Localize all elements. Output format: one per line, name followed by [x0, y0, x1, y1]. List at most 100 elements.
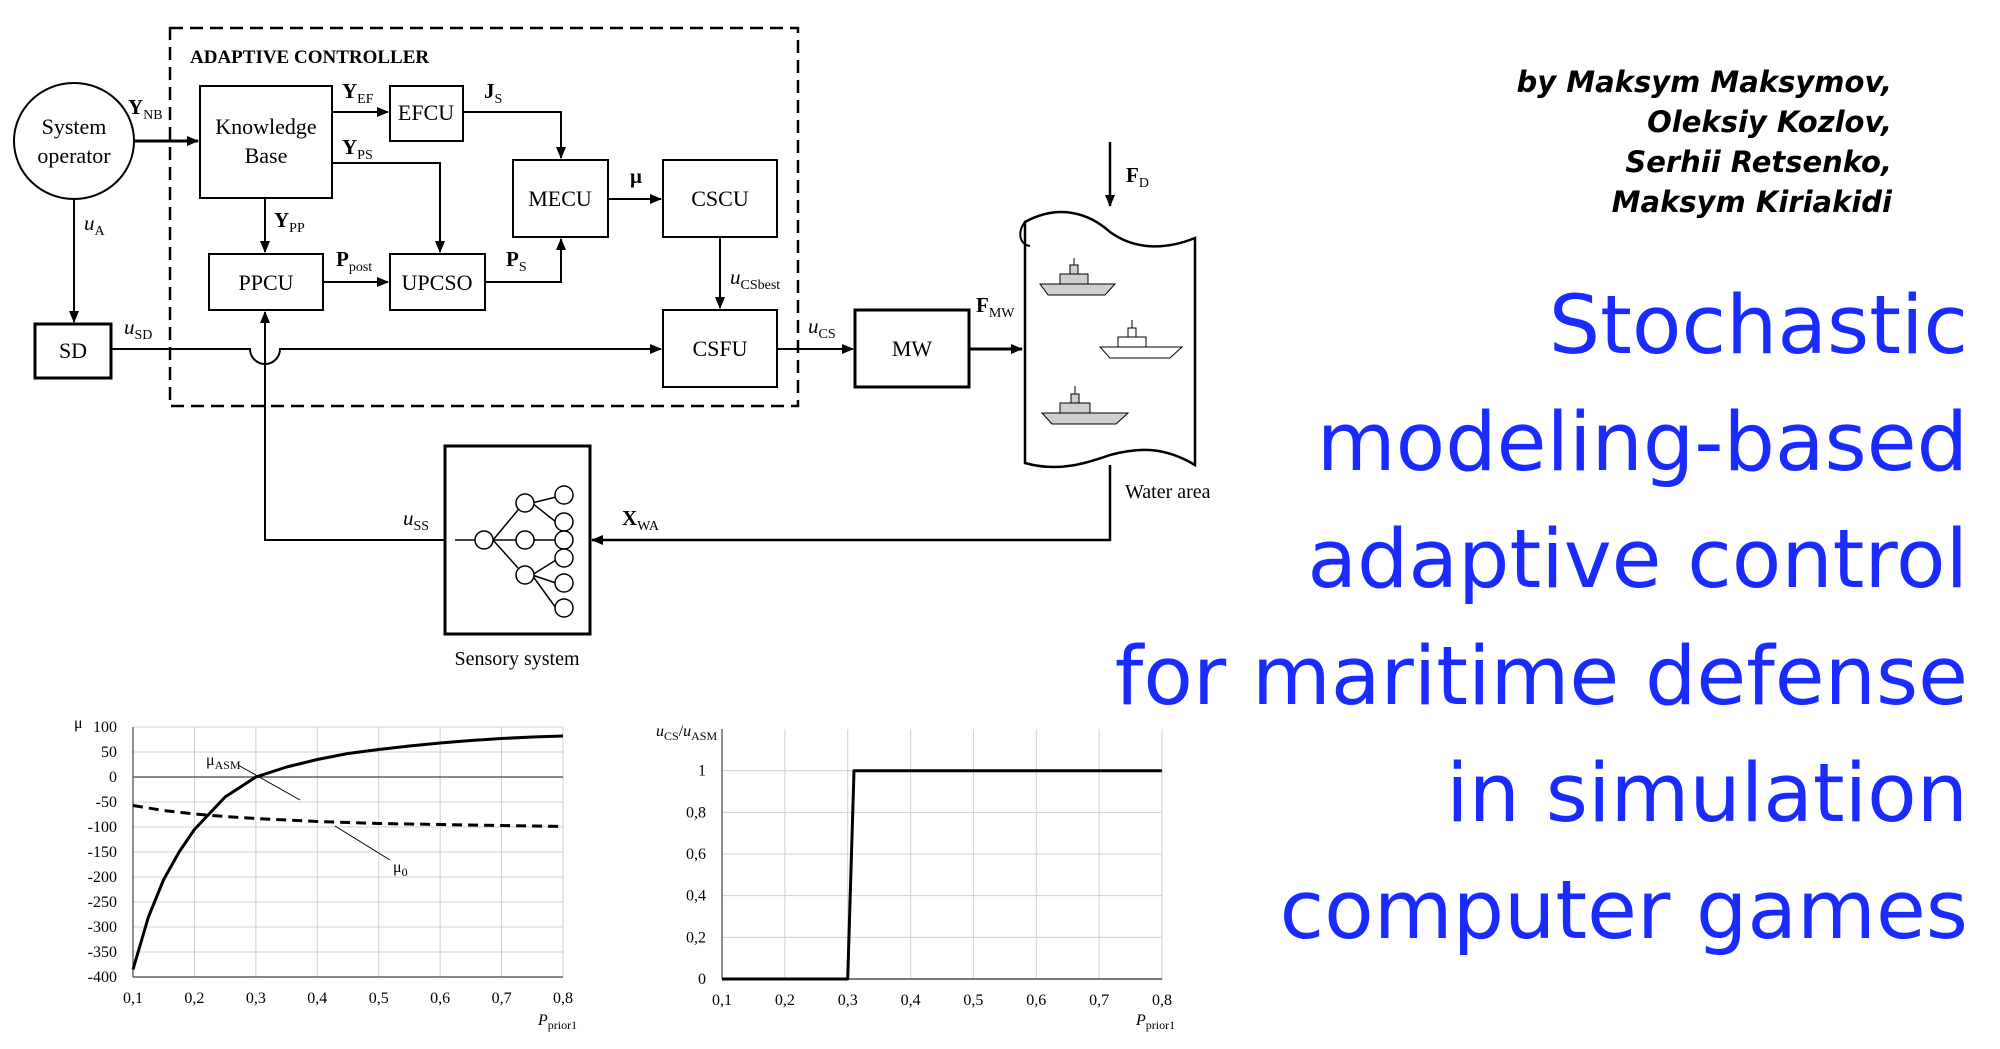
ship-icon [1098, 320, 1184, 359]
efcu-block [389, 85, 464, 142]
efcu-label: EFCU [398, 100, 454, 125]
signal-y-nb: YNB [128, 95, 163, 123]
chart-xlabel: Pprior1 [1135, 1012, 1175, 1032]
adaptive-controller-boundary [168, 26, 800, 408]
signal-mu: μ [630, 164, 642, 188]
arrow-u-ss [260, 311, 445, 541]
arrow-j-s [463, 111, 566, 159]
control-block-diagram [13, 26, 1197, 636]
sd-label: SD [59, 338, 87, 363]
series-line [722, 769, 1162, 981]
signal-y-ef: YEF [342, 79, 374, 107]
y-tick-label: -300 [88, 919, 117, 936]
csfu-label: CSFU [692, 336, 747, 361]
block-labels: ADAPTIVE CONTROLLER System operator Know… [37, 47, 1210, 670]
x-tick-label: 0,6 [1026, 992, 1046, 1009]
chart-gridlines [721, 729, 1163, 980]
x-tick-label: 0,3 [838, 992, 858, 1009]
series-label-mu-asm: μASM [206, 752, 241, 772]
chart-ylabel: uCS/uASM [656, 723, 717, 743]
chart-xlabel: Pprior1 [537, 1012, 577, 1032]
y-tick-label: 0,6 [686, 846, 706, 863]
x-tick-label: 0,3 [246, 990, 266, 1007]
x-tick-label: 0,5 [369, 990, 389, 1007]
y-tick-label: 0,8 [686, 804, 706, 821]
signal-labels: YNB YEF YPS YPP JS μ Ppost PS uA uSD uCS… [84, 79, 1149, 534]
paper-title: Stochastic modeling-based adaptive contr… [1115, 268, 1968, 970]
sensor-tree-icon [455, 485, 574, 618]
chart-gridlines [132, 726, 564, 978]
signal-u-a: uA [84, 211, 106, 239]
system-operator-block [13, 82, 135, 200]
chart-ylabel: μ [74, 715, 83, 732]
x-tick-label: 0,8 [553, 990, 573, 1007]
x-tick-label: 0,4 [307, 990, 327, 1007]
signal-p-post: Ppost [336, 247, 372, 275]
water-area-curl [1019, 221, 1031, 247]
y-tick-label: -100 [88, 819, 117, 836]
mw-label: MW [892, 336, 933, 361]
y-tick-label: -200 [88, 869, 117, 886]
system-operator-label: System [42, 114, 107, 139]
title-line: for maritime defense [1114, 630, 1968, 724]
y-tick-label: 0,4 [686, 888, 706, 905]
cscu-label: CSCU [691, 186, 749, 211]
sensory-system-label: Sensory system [455, 648, 580, 670]
title-line: in simulation [1446, 747, 1968, 841]
author-line: by Maksym Maksymov, [1516, 65, 1892, 99]
series-line [131, 734, 564, 970]
signal-u-ss: uSS [403, 506, 429, 534]
signal-j-s: JS [484, 79, 502, 107]
title-line: computer games [1279, 864, 1968, 958]
chart-series [722, 769, 1162, 981]
x-tick-label: 0,2 [775, 992, 795, 1009]
y-tick-label: -50 [96, 794, 117, 811]
y-tick-label: -400 [88, 969, 117, 986]
y-tick-label: -250 [88, 894, 117, 911]
y-tick-label: 0 [109, 769, 117, 786]
sd-block [33, 322, 113, 380]
author-line: Serhii Retsenko, [1625, 145, 1892, 179]
y-tick-label: 50 [101, 744, 117, 761]
x-tick-label: 0,2 [184, 990, 204, 1007]
signal-y-pp: YPP [274, 208, 305, 236]
controller-label: ADAPTIVE CONTROLLER [190, 47, 429, 68]
signal-f-d: FD [1126, 163, 1149, 191]
y-tick-label: 0,2 [686, 929, 706, 946]
signal-u-sd: uSD [124, 315, 152, 343]
authors-block: by Maksym Maksymov, Oleksiy Kozlov, Serh… [1516, 62, 1892, 222]
x-tick-label: 0,8 [1152, 992, 1172, 1009]
x-tick-label: 0,6 [430, 990, 450, 1007]
ship-icon [1039, 258, 1117, 296]
signal-y-ps: YPS [342, 135, 373, 163]
chart-series [131, 734, 564, 970]
x-tick-label: 0,1 [123, 990, 143, 1007]
y-tick-label: 1 [698, 763, 706, 780]
signal-x-wa: XWA [622, 506, 660, 534]
y-tick-label: -150 [88, 844, 117, 861]
y-tick-label: -350 [88, 944, 117, 961]
arrow-u-sd [111, 344, 662, 365]
ppcu-label: PPCU [238, 270, 293, 295]
title-line: adaptive control [1307, 513, 1968, 607]
signal-p-s: PS [506, 247, 527, 275]
arrow-x-wa [591, 465, 1112, 545]
series-leader-mu-asm [237, 764, 301, 801]
system-operator-label: operator [37, 143, 111, 168]
x-tick-label: 0,4 [901, 992, 921, 1009]
x-tick-label: 0,7 [1089, 992, 1109, 1009]
signal-u-cs: uCS [808, 314, 836, 342]
arrow-p-s [485, 238, 566, 283]
author-line: Oleksiy Kozlov, [1647, 105, 1892, 139]
knowledge-base-block [199, 85, 333, 199]
author-line: Maksym Kiriakidi [1611, 185, 1892, 219]
upcso-label: UPCSO [402, 270, 473, 295]
signal-u-csbest: uCSbest [730, 265, 780, 293]
y-tick-label: 0 [698, 971, 706, 988]
series-label-mu0: μ0 [393, 859, 408, 879]
